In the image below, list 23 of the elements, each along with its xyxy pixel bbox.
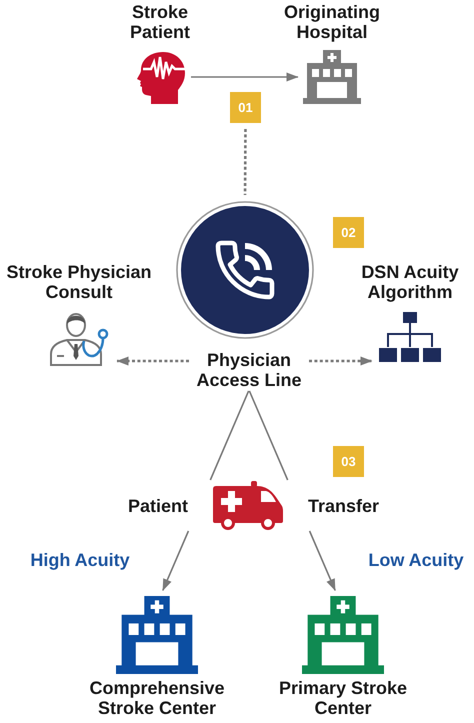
node-label: DSN Acuity Algorithm [360,262,460,302]
node-label: Transfer [308,496,380,516]
arrow [162,530,190,591]
step-badge [333,446,364,477]
node-label: Patient [128,496,188,516]
step-number: 03 [341,454,356,468]
dotted-arrow [116,356,189,366]
arrow [308,530,336,591]
dotted-arrow [309,356,372,366]
step-badge [333,217,364,248]
node-label: Stroke Physician Consult [5,262,153,302]
node-label: Originating Hospital [283,2,381,42]
step-number: 02 [341,226,356,240]
connector-line [248,390,288,480]
step-badge [230,92,261,123]
node-label: Physician Access Line [195,350,303,390]
connector-line [210,390,250,480]
node-label: Primary Stroke Center [278,678,408,718]
arrow [191,72,298,82]
dotted-connector-line [244,129,247,195]
node-label: Stroke Patient [128,2,191,42]
step-number: 01 [238,100,253,114]
node-label: Comprehensive Stroke Center [88,678,226,718]
